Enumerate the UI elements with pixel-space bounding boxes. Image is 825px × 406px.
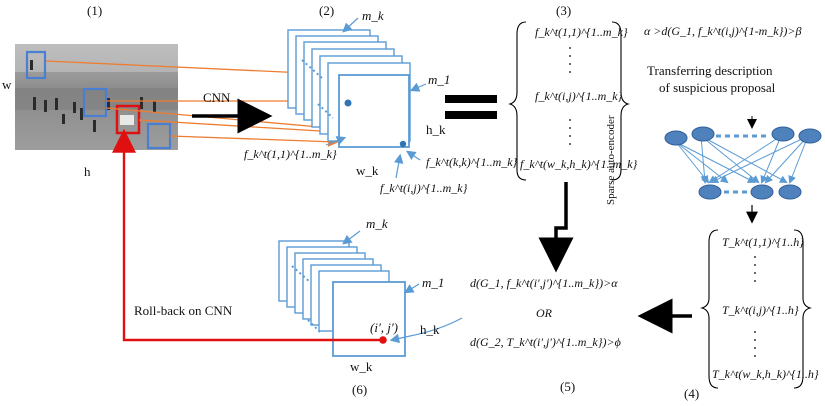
rollback-label: Roll-back on CNN xyxy=(134,303,233,318)
cnn-label: CNN xyxy=(203,90,231,105)
graph-node xyxy=(778,184,802,200)
feature-vector-entry-1: f_k^t(1,1)^{1..m_k} xyxy=(535,25,628,39)
stack-top-m1: m_1 xyxy=(428,72,451,87)
stack-bottom-wk: w_k xyxy=(350,359,373,374)
stack-bottom-m1: m_1 xyxy=(422,275,445,290)
feature-vector-brackets xyxy=(508,21,630,181)
equals-sign xyxy=(445,95,497,119)
transfer-vector-entry-1: T_k^t(1,1)^{1..h} xyxy=(722,235,805,249)
transfer-vector-dots xyxy=(754,256,756,357)
stack-top-dots xyxy=(301,59,334,119)
stack-top-callouts xyxy=(325,17,427,179)
stack-bottom-hk: h_k xyxy=(420,322,440,337)
video-frame xyxy=(15,44,178,150)
step-label-3: (3) xyxy=(556,3,572,18)
stack-top-mk: m_k xyxy=(362,8,384,23)
condition-bottom-line-2: d(G_2, T_k^t(i',j')^{1..m_k})>ϕ xyxy=(470,335,621,349)
stack-top-hk: h_k xyxy=(426,122,446,137)
feature-vector-dots xyxy=(569,47,571,145)
condition-top: α >d(G_1, f_k^t(i,j)^{1-m_k})>β xyxy=(644,24,802,38)
frame-height-label: h xyxy=(84,164,91,179)
graph-node xyxy=(698,184,722,200)
stack-top-fij: f_k^t(i,j)^{1..m_k} xyxy=(380,181,468,195)
step-label-1: (1) xyxy=(87,3,103,18)
description-graph xyxy=(664,116,822,224)
graph-node xyxy=(750,184,774,200)
stack-bottom-callouts xyxy=(342,230,463,344)
transfer-text-line-2: of suspicious proposal xyxy=(659,80,776,95)
condition-bottom-line-1: d(G_1, f_k^t(i',j')^{1..m_k})>α xyxy=(470,276,618,290)
step-label-2: (2) xyxy=(319,3,335,18)
step-label-4: (4) xyxy=(684,386,700,401)
step-label-5: (5) xyxy=(560,379,576,394)
transfer-vector-entry-3: T_k^t(w_k,h_k)^{1..h} xyxy=(712,367,819,381)
feature-vector-entry-2: f_k^t(i,j)^{1..m_k} xyxy=(535,89,623,103)
arrow-3-to-5 xyxy=(538,182,574,273)
condition-bottom-or: OR xyxy=(536,306,552,320)
transfer-text-line-1: Transferring description xyxy=(647,63,773,78)
rollback-arrow xyxy=(112,128,383,342)
feature-vector-entry-3: f_k^t(w_k,h_k)^{1..m_k} xyxy=(520,157,638,171)
step-label-6: (6) xyxy=(352,382,368,397)
stack-bottom-dots xyxy=(291,265,323,335)
transfer-vector-entry-2: T_k^t(i,j)^{1..h} xyxy=(722,303,799,317)
graph-node xyxy=(771,126,795,142)
feature-map-stack-top xyxy=(287,29,411,148)
frame-width-label: w xyxy=(2,77,12,92)
stack-bottom-mk: m_k xyxy=(366,216,388,231)
feature-map-stack-bottom xyxy=(278,240,406,357)
stack-bottom-point-label: (i', j') xyxy=(370,320,398,335)
transfer-vector-brackets xyxy=(700,229,812,389)
graph-node xyxy=(798,128,822,144)
stack-top-point-2 xyxy=(399,140,407,148)
graph-node xyxy=(664,130,688,146)
stack-top-wk: w_k xyxy=(356,163,379,178)
stack-top-fkk: f_k^t(k,k)^{1..m_k} xyxy=(426,155,518,169)
stack-top-f11: f_k^t(1,1)^{1..m_k} xyxy=(244,147,337,161)
graph-node xyxy=(691,126,715,142)
stack-top-point-1 xyxy=(344,99,352,107)
sparse-autoencoder-label: Sparse auto-encoder xyxy=(605,115,617,206)
